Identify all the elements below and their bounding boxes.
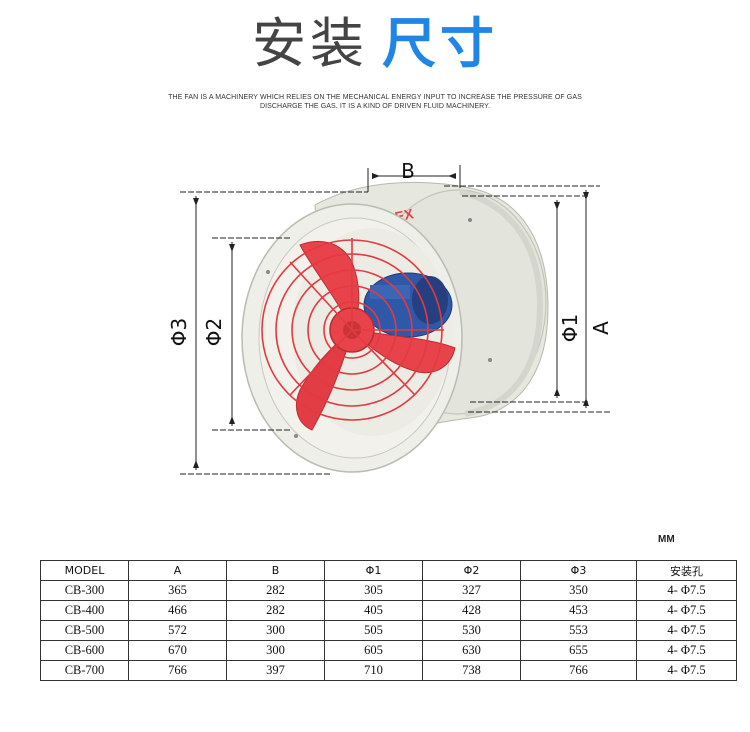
label-b: B — [401, 159, 415, 183]
cell-phi3: 766 — [520, 660, 637, 681]
cell-phi2: 738 — [422, 660, 521, 681]
fan-dimension-drawing: EX — [167, 159, 613, 475]
header-phi2: Φ2 — [422, 560, 521, 581]
cell-a: 572 — [128, 620, 227, 641]
title-part-size: 尺寸 — [382, 12, 498, 75]
header-mounting-hole: 安装孔 — [636, 560, 737, 581]
dimension-arrows — [193, 173, 589, 468]
cell-phi3: 655 — [520, 640, 637, 661]
cell-model: CB-400 — [40, 600, 129, 621]
cell-model: CB-500 — [40, 620, 129, 641]
cell-mounting-hole: 4- Φ7.5 — [636, 600, 737, 621]
cell-a: 466 — [128, 600, 227, 621]
cell-phi1: 605 — [324, 640, 423, 661]
table-row: CB-300 365 282 305 327 350 4- Φ7.5 — [40, 580, 737, 601]
label-a: A — [589, 321, 613, 335]
cell-phi3: 453 — [520, 600, 637, 621]
cell-mounting-hole: 4- Φ7.5 — [636, 660, 737, 681]
page-title: 安装尺寸 — [0, 12, 750, 76]
dimension-labels: B Φ3 Φ2 Φ1 A — [167, 159, 613, 346]
cell-model: CB-700 — [40, 660, 129, 681]
label-phi2: Φ2 — [202, 318, 226, 346]
mounting-hole — [294, 434, 298, 438]
cell-phi1: 305 — [324, 580, 423, 601]
title-part-install: 安装 — [252, 12, 368, 75]
table-row: CB-500 572 300 505 530 553 4- Φ7.5 — [40, 620, 737, 641]
table-header-row: MODEL A B Φ1 Φ2 Φ3 安装孔 — [40, 560, 737, 581]
cell-phi3: 350 — [520, 580, 637, 601]
header-phi3: Φ3 — [520, 560, 637, 581]
description-line-1: THE FAN IS A MACHINERY WHICH RELIES ON T… — [168, 94, 582, 101]
cell-a: 670 — [128, 640, 227, 661]
label-phi1: Φ1 — [558, 314, 582, 342]
cell-model: CB-300 — [40, 580, 129, 601]
cell-model: CB-600 — [40, 640, 129, 661]
spec-table: MODEL A B Φ1 Φ2 Φ3 安装孔 CB-300 365 282 30… — [40, 560, 737, 681]
cell-b: 300 — [226, 620, 325, 641]
description-line-2: DISCHARGE THE GAS. IT IS A KIND OF DRIVE… — [259, 103, 491, 110]
label-phi3: Φ3 — [167, 318, 191, 346]
mounting-hole — [266, 270, 270, 274]
fan-illustration: EX — [241, 181, 549, 473]
cell-a: 766 — [128, 660, 227, 681]
table-row: CB-400 466 282 405 428 453 4- Φ7.5 — [40, 600, 737, 621]
cell-phi2: 630 — [422, 640, 521, 661]
cell-phi1: 405 — [324, 600, 423, 621]
fan-guard — [261, 238, 444, 421]
header-b: B — [226, 560, 325, 581]
cell-b: 282 — [226, 600, 325, 621]
cell-phi2: 530 — [422, 620, 521, 641]
header-model: MODEL — [40, 560, 129, 581]
header-a: A — [128, 560, 227, 581]
cell-b: 300 — [226, 640, 325, 661]
table-row: CB-700 766 397 710 738 766 4- Φ7.5 — [40, 660, 737, 681]
cell-mounting-hole: 4- Φ7.5 — [636, 580, 737, 601]
table-row: CB-600 670 300 605 630 655 4- Φ7.5 — [40, 640, 737, 661]
cell-b: 282 — [226, 580, 325, 601]
cell-phi1: 505 — [324, 620, 423, 641]
header-phi1: Φ1 — [324, 560, 423, 581]
cell-mounting-hole: 4- Φ7.5 — [636, 620, 737, 641]
unit-label: MM — [658, 534, 675, 545]
mounting-hole — [468, 218, 472, 222]
dimension-lines — [180, 165, 612, 475]
cell-b: 397 — [226, 660, 325, 681]
cell-phi1: 710 — [324, 660, 423, 681]
cell-mounting-hole: 4- Φ7.5 — [636, 640, 737, 661]
cell-a: 365 — [128, 580, 227, 601]
cell-phi2: 428 — [422, 600, 521, 621]
cell-phi3: 553 — [520, 620, 637, 641]
cell-phi2: 327 — [422, 580, 521, 601]
mounting-hole — [488, 358, 492, 362]
